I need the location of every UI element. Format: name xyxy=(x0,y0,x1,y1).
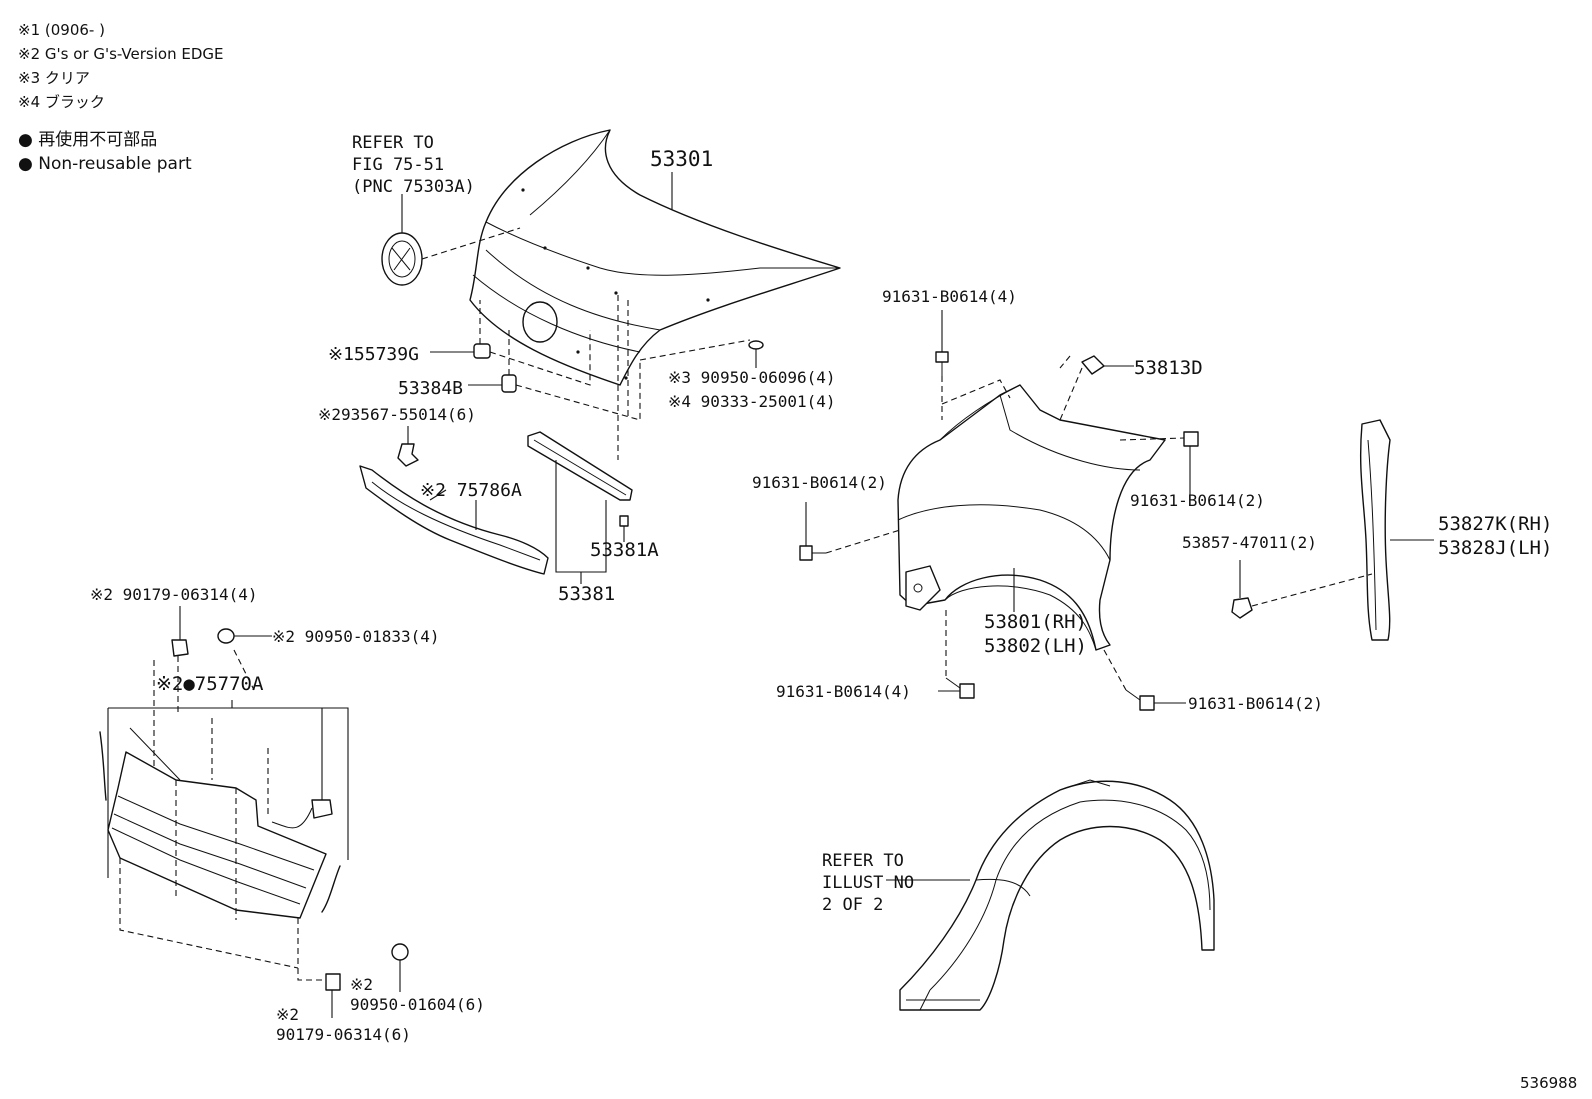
label-garnish-75786a: ※2 75786A xyxy=(420,480,522,501)
note-4: ※4 ブラック xyxy=(18,93,105,111)
bolt-bottom xyxy=(959,683,975,699)
label-fender-lh: 53802(LH) xyxy=(984,635,1087,657)
label-plug-90950-06096: ※3 90950-06096(4) xyxy=(668,368,836,387)
label-bolt-top: 91631-B0614(4) xyxy=(882,287,1017,306)
legend-en: ● Non-reusable part xyxy=(18,154,192,174)
grille-clip xyxy=(311,799,333,819)
nut-90179-top xyxy=(171,639,189,657)
garnish-assembly xyxy=(359,426,633,584)
label-hood: 53301 xyxy=(650,147,713,171)
nut-90950-01833 xyxy=(217,628,235,644)
label-bolt-bottom-right: 91631-B0614(2) xyxy=(1188,694,1323,713)
clip-55739g xyxy=(473,343,491,359)
label-bolt-right: 91631-B0614(2) xyxy=(1130,491,1265,510)
bolt-left xyxy=(799,545,813,561)
label-seal-rh: 53827K(RH) xyxy=(1438,513,1552,535)
note-3: ※3 クリア xyxy=(18,69,90,87)
label-clip-55739g: ※155739G xyxy=(328,344,419,365)
grille-assembly xyxy=(99,606,409,1018)
mark-90950-01604: ※2 xyxy=(350,975,373,994)
legend-jp: ● 再使用不可部品 xyxy=(18,129,157,150)
grille-trim-left xyxy=(99,731,107,801)
label-clip-93567: ※293567-55014(6) xyxy=(318,405,476,424)
refer-liner-1: REFER TO xyxy=(822,851,904,871)
refer-hood-1: REFER TO xyxy=(352,133,434,153)
fender-assembly xyxy=(799,310,1199,711)
label-bolt-bottom: 91631-B0614(4) xyxy=(776,682,911,701)
hood-panel xyxy=(469,129,841,386)
fender-liner-assembly xyxy=(886,779,1215,1011)
garnish-75786a xyxy=(359,465,549,575)
label-plug-90333: ※4 90333-25001(4) xyxy=(668,392,836,411)
label-bolt-left: 91631-B0614(2) xyxy=(752,473,887,492)
nut-90179-bottom xyxy=(325,973,341,991)
label-clip-53857: 53857-47011(2) xyxy=(1182,533,1317,552)
clip-53857 xyxy=(1231,597,1253,619)
label-nut-90950-01833: ※2 90950-01833(4) xyxy=(272,627,440,646)
bolt-bottom-right xyxy=(1139,695,1155,711)
plug-90950-06096 xyxy=(748,340,764,350)
label-seal-lh: 53828J(LH) xyxy=(1438,537,1552,559)
label-nut-90179-top: ※2 90179-06314(4) xyxy=(90,585,258,604)
refer-liner-2: ILLUST NO xyxy=(822,873,914,893)
label-cushion-53384b: 53384B xyxy=(398,378,463,399)
bolt-top xyxy=(935,351,949,363)
side-seal-assembly xyxy=(1231,419,1434,641)
refer-hood-3: (PNC 75303A) xyxy=(352,177,475,197)
refer-hood-2: FIG 75-51 xyxy=(352,155,444,175)
hood-emblem-hole xyxy=(522,301,558,343)
label-nut-90950-01604: 90950-01604(6) xyxy=(350,995,485,1014)
label-clip-53381a: 53381A xyxy=(590,539,659,561)
clip-53813d xyxy=(1081,355,1105,375)
note-1: ※1 (0906- ) xyxy=(18,21,105,39)
nut-90950-01604 xyxy=(391,943,409,961)
clip-53381a xyxy=(619,515,629,527)
refer-liner-3: 2 OF 2 xyxy=(822,895,883,915)
label-grille-75770a: ※2●75770A xyxy=(156,673,264,695)
fender-liner xyxy=(899,780,1215,1011)
seal-53827k xyxy=(1359,419,1391,641)
clip-93567 xyxy=(397,443,419,467)
label-nut-90179-bottom: 90179-06314(6) xyxy=(276,1025,411,1044)
bolt-right xyxy=(1183,431,1199,447)
label-clip-53813d: 53813D xyxy=(1134,357,1203,379)
cushion-53384b xyxy=(501,374,517,393)
note-2: ※2 G's or G's-Version EDGE xyxy=(18,45,223,63)
notes-block: ※1 (0906- ) ※2 G's or G's-Version EDGE ※… xyxy=(18,21,223,174)
fender-bracket xyxy=(905,565,941,611)
mark-90179-bottom: ※2 xyxy=(276,1005,299,1024)
grille-75770a xyxy=(107,751,327,919)
hood-small-parts xyxy=(430,295,764,460)
hood-assembly xyxy=(381,129,841,386)
grille-trim-right xyxy=(321,865,341,913)
label-seal-53381: 53381 xyxy=(558,583,615,605)
label-fender-rh: 53801(RH) xyxy=(984,611,1087,633)
illustration-number: 536988 xyxy=(1520,1074,1577,1092)
